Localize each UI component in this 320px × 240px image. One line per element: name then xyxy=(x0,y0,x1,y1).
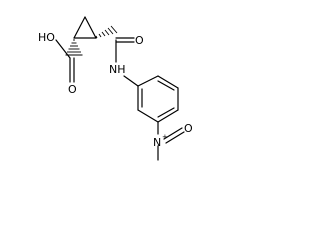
bond-n-aryl xyxy=(123,75,139,87)
atom-label-amide-o: O xyxy=(135,34,144,47)
bond-c-oh xyxy=(55,39,71,59)
ring-bond-right-lower xyxy=(73,16,86,39)
atom-label-acid-o: O xyxy=(68,83,77,96)
hashed-bond-amide xyxy=(95,25,118,39)
hashed-bond-acid xyxy=(65,39,83,56)
atom-label-nh: NH xyxy=(109,63,126,76)
benzene-ring xyxy=(137,75,179,123)
atom-label-nitro-o-top: O xyxy=(184,122,193,135)
atom-label-ho: HO xyxy=(38,31,55,44)
atom-label-nitro-n: N xyxy=(153,136,161,149)
ring-bond-right-upper xyxy=(84,16,97,39)
bond-n-o-top-2 xyxy=(165,131,185,144)
bond-n-o-top-1 xyxy=(163,127,183,140)
charge-nitro-n: + xyxy=(162,133,168,141)
chemical-structure: HO O O NH N + O O − xyxy=(38,16,193,161)
